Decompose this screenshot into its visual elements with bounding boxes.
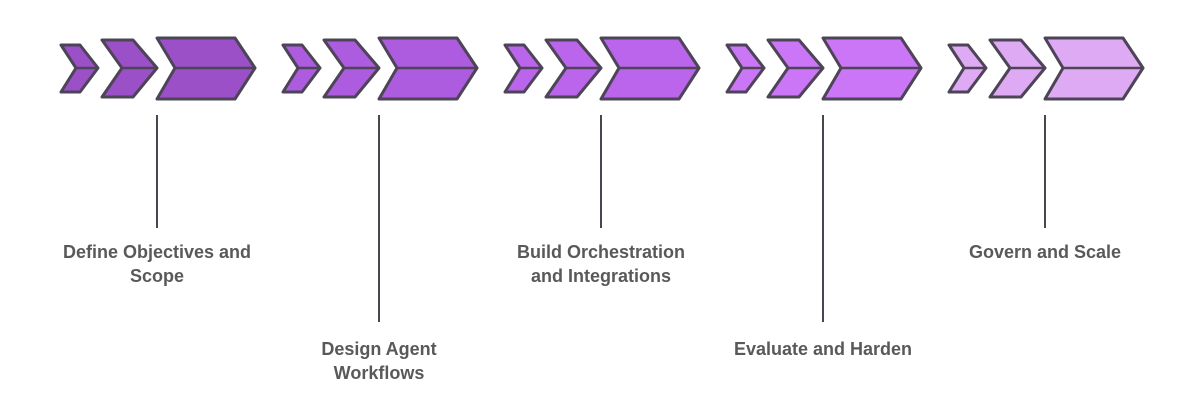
- connector-line: [599, 115, 602, 228]
- connector-line: [155, 115, 158, 228]
- stage-label: Define Objectives and Scope: [62, 242, 252, 286]
- chevron-arrows-icon: [947, 36, 1145, 101]
- stage: Govern and Scale: [947, 0, 1145, 409]
- stage: Build Orchestration and Integrations: [503, 0, 701, 409]
- stage-label: Design Agent Workflows: [321, 339, 437, 383]
- connector-line: [821, 115, 824, 322]
- stage: Define Objectives and Scope: [59, 0, 257, 409]
- chevron-arrows-icon: [503, 36, 701, 101]
- stage: Design Agent Workflows: [281, 0, 479, 409]
- chevron-arrows-icon: [281, 36, 479, 101]
- stage-label: Govern and Scale: [968, 242, 1122, 262]
- stage-label: Build Orchestration and Integrations: [516, 242, 686, 286]
- chevron-arrows-icon: [725, 36, 923, 101]
- stage-label: Evaluate and Harden: [733, 339, 913, 359]
- connector-line: [377, 115, 380, 322]
- connector-line: [1043, 115, 1046, 228]
- chevron-arrows-icon: [59, 36, 257, 101]
- stage: Evaluate and Harden: [725, 0, 923, 409]
